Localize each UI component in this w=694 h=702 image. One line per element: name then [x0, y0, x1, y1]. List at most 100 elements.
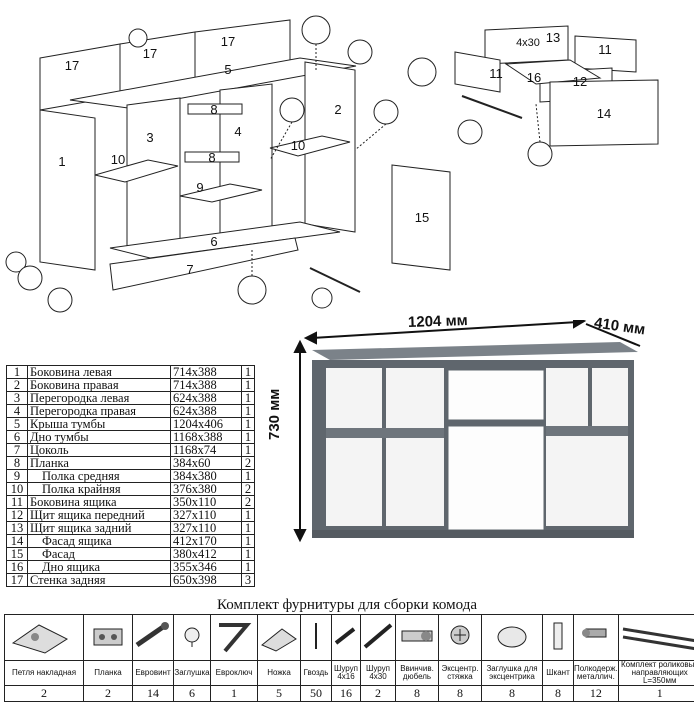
- part-qty: 1: [241, 430, 255, 444]
- left-mid-upper-niche: [386, 368, 444, 430]
- label-7: 7: [186, 262, 193, 277]
- part-size: 355x346: [170, 560, 242, 574]
- hex-key-icon: [219, 623, 252, 653]
- callout-pin-right: [373, 99, 399, 125]
- hardware-title: Комплект фурнитуры для сборки комода: [216, 597, 477, 613]
- right-far-niche: [592, 368, 628, 428]
- part-qty: 1: [241, 378, 255, 392]
- part-number: 1: [6, 365, 28, 379]
- drawer-side-right: [574, 35, 637, 73]
- part-name: Перегородка левая: [27, 391, 171, 405]
- part-name: Полка средняя: [27, 469, 171, 483]
- nail-icon: [315, 623, 317, 649]
- part-size: 714x388: [170, 378, 242, 392]
- hardware-icon-cell: [300, 614, 332, 661]
- part-size: 624x388: [170, 391, 242, 405]
- rail-lower: [184, 151, 240, 163]
- hardware-label: Евровинт: [132, 660, 174, 686]
- part-qty: 2: [241, 482, 255, 496]
- part-size: 384x60: [170, 456, 242, 470]
- hardware-qty: 1: [617, 685, 694, 702]
- right-shelf-render: [546, 426, 628, 436]
- hardware-icon-cell: [438, 614, 482, 661]
- right-shelf: [269, 135, 351, 157]
- label-11b: 11: [598, 42, 612, 57]
- label-5: 5: [224, 62, 231, 77]
- hardware-icon-cell: [4, 614, 84, 661]
- hardware-qty: 1: [210, 685, 258, 702]
- part-qty: 1: [241, 521, 255, 535]
- part-qty: 1: [241, 404, 255, 418]
- part-size: 327x110: [170, 508, 242, 522]
- part-name: Фасад: [27, 547, 171, 561]
- part-number: 12: [6, 508, 28, 522]
- part-qty: 2: [241, 495, 255, 509]
- part-name: Щит ящика задний: [27, 521, 171, 535]
- bottom-panel: [109, 221, 341, 259]
- hardware-qty: 50: [300, 685, 332, 702]
- hardware-icon-cell: [617, 614, 694, 661]
- left-mid-lower-niche: [386, 436, 444, 526]
- part-name: Цоколь: [27, 443, 171, 457]
- part-qty: 2: [241, 456, 255, 470]
- hardware-label: Шуруп 4x16: [331, 660, 361, 686]
- plate-icon: [93, 628, 123, 646]
- slide-rail: [309, 267, 361, 293]
- part-number: 2: [6, 378, 28, 392]
- part-size: 380x412: [170, 547, 242, 561]
- part-qty: 1: [241, 534, 255, 548]
- drawer-side-left: [454, 51, 501, 93]
- callout-cap: [128, 28, 148, 48]
- callout-eccentric: [347, 39, 373, 65]
- label-16: 16: [527, 70, 541, 85]
- part-number: 13: [6, 521, 28, 535]
- part-size: 650x398: [170, 573, 242, 587]
- screw-4x16-icon: [334, 627, 356, 645]
- middle-shelf: [179, 183, 263, 203]
- hardware-qty: 8: [542, 685, 574, 702]
- part-qty: 1: [241, 547, 255, 561]
- part-qty: 1: [241, 417, 255, 431]
- hardware-icon-cell: [395, 614, 439, 661]
- top-panel: [69, 57, 357, 109]
- hardware-qty: 2: [4, 685, 84, 702]
- dowel-icon: [401, 630, 433, 642]
- part-size: 350x110: [170, 495, 242, 509]
- callout-leg: [47, 287, 73, 313]
- hardware-icon-cell: [542, 614, 574, 661]
- hardware-label: Ввинчив. дюбель: [395, 660, 439, 686]
- part-name: Боковина правая: [27, 378, 171, 392]
- label-10b: 10: [291, 138, 305, 153]
- label-13: 13: [546, 30, 560, 45]
- part-number: 17: [6, 573, 28, 587]
- callout-hinge: [5, 251, 27, 273]
- hardware-label: Петля накладная: [4, 660, 84, 686]
- hardware-qty: 8: [395, 685, 439, 702]
- part-qty: 1: [241, 508, 255, 522]
- drawer-facade: [549, 79, 659, 147]
- depth-dimension-line: [585, 323, 641, 347]
- callout-screw: [237, 275, 267, 305]
- part-name: Фасад ящика: [27, 534, 171, 548]
- left-side-panel: [39, 109, 96, 271]
- label-10a: 10: [111, 152, 125, 167]
- callout-euro-screw: [17, 265, 43, 291]
- part-qty: 1: [241, 560, 255, 574]
- part-size: 384x380: [170, 469, 242, 483]
- hardware-qty: 2: [360, 685, 396, 702]
- part-name: Дно ящика: [27, 560, 171, 574]
- part-size: 412x170: [170, 534, 242, 548]
- left-lower-niche: [326, 436, 382, 526]
- hardware-qty: 6: [173, 685, 211, 702]
- label-8b: 8: [208, 150, 215, 165]
- eccentric-icon: [450, 625, 470, 645]
- part-number: 9: [6, 469, 28, 483]
